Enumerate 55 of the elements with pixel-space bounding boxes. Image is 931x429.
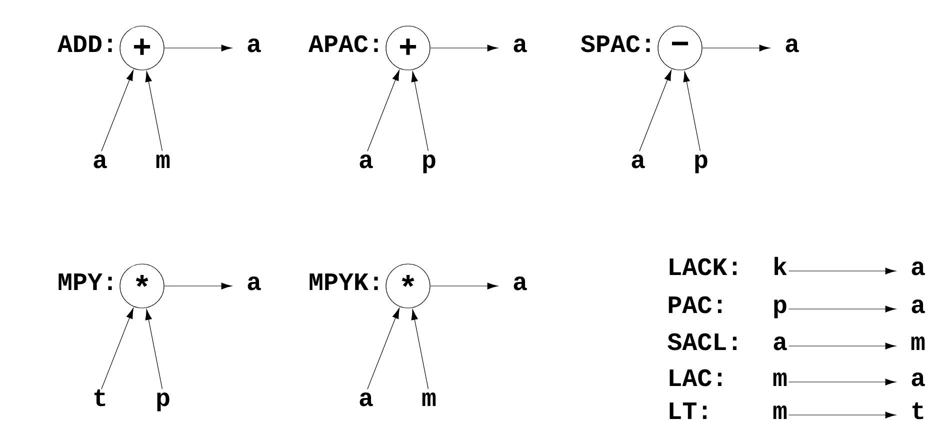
variable-label: a [912, 372, 925, 386]
arrow [101, 308, 134, 390]
arrow [411, 309, 429, 390]
variable-label: t [94, 389, 106, 406]
instruction-label: LAC: [670, 369, 722, 386]
variable-label: a [360, 154, 373, 168]
variable-label: a [360, 392, 373, 406]
arrow [788, 378, 896, 386]
variable-label: a [514, 276, 527, 290]
arrow [411, 71, 429, 152]
variable-label: p [774, 300, 786, 318]
variable-label: a [774, 336, 787, 350]
arrow [101, 70, 134, 152]
variable-label: a [632, 154, 645, 168]
arrow [145, 71, 163, 152]
arrow [788, 342, 896, 350]
instruction-label: LACK: [670, 258, 736, 276]
variable-label: a [94, 154, 107, 168]
arrow [164, 282, 232, 290]
arrow [788, 268, 896, 274]
arrow [788, 412, 896, 418]
arrow [164, 44, 232, 52]
variable-label: t [912, 402, 924, 420]
variable-label: a [912, 300, 925, 314]
variable-label: m [156, 154, 170, 168]
variable-label: p [695, 154, 708, 174]
variable-label: m [422, 392, 436, 406]
instruction-label: LT: [670, 402, 706, 419]
variable-label: p [157, 392, 170, 412]
variable-label: m [773, 372, 787, 386]
arrow [430, 282, 498, 290]
arrow [702, 44, 770, 52]
arrow [367, 308, 400, 390]
arrow [430, 44, 498, 52]
variable-label: m [911, 336, 925, 350]
variable-label: a [912, 262, 925, 276]
arrow [145, 309, 163, 390]
variable-label: a [514, 38, 527, 52]
variable-label: a [786, 38, 799, 52]
arrow [639, 70, 672, 152]
variable-label: m [773, 406, 787, 419]
variable-label: a [248, 276, 261, 290]
arrow [683, 71, 701, 152]
instruction-label: PAC: [668, 296, 722, 314]
variable-label: p [423, 154, 436, 174]
instruction-label: APAC: [308, 35, 378, 52]
arrow [367, 70, 400, 152]
instruction-label: MPY: [58, 274, 112, 290]
arrow [788, 306, 896, 312]
variable-label: k [774, 256, 787, 275]
instruction-label: ADD: [58, 36, 112, 52]
instruction-label: SACL: [668, 333, 736, 350]
variable-label: a [248, 38, 261, 52]
instruction-label: SPAC: [580, 35, 650, 52]
instruction-label: MPYK: [310, 274, 378, 290]
